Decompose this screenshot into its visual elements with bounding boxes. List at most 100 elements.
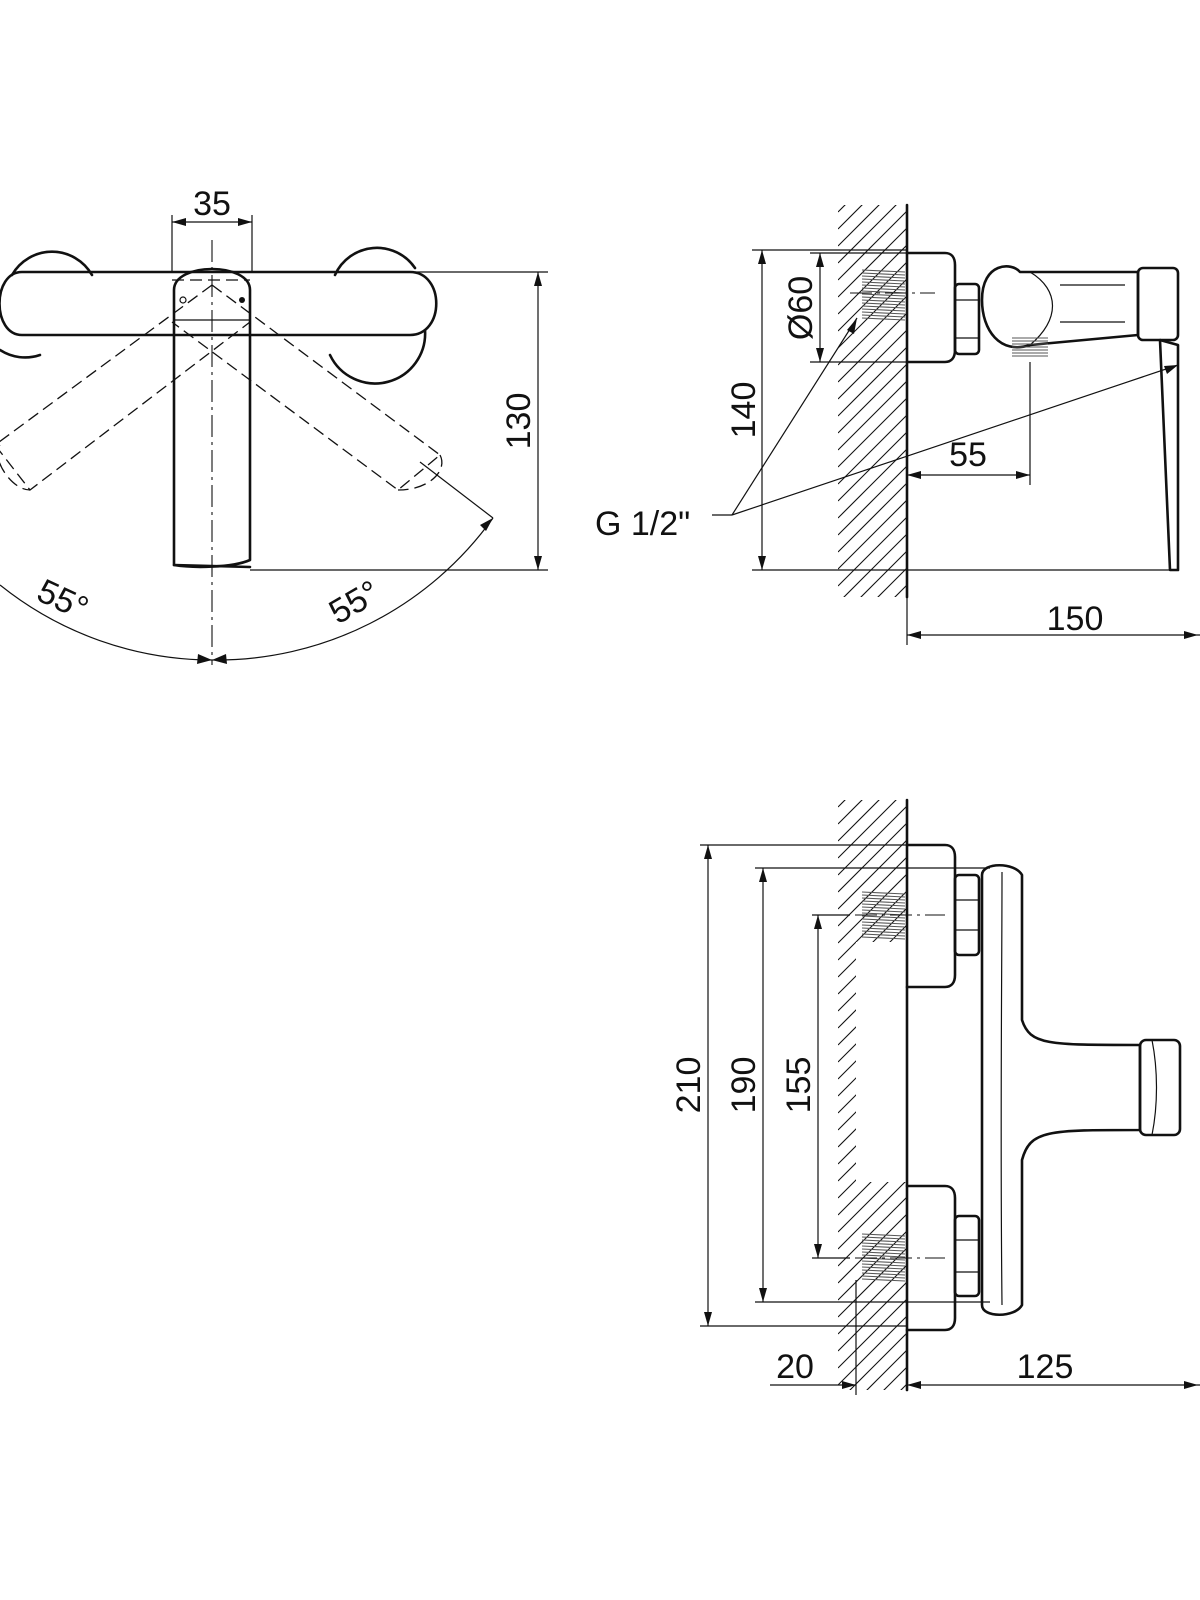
hatch-line: [838, 1263, 908, 1335]
thread-line: [861, 278, 906, 282]
thread-line: [861, 296, 906, 300]
dim-side-depth: 150: [906, 597, 1200, 645]
hatch-line: [838, 430, 908, 502]
thread-line: [861, 281, 906, 285]
hatch-line: [843, 532, 908, 597]
thread-line: [861, 906, 906, 910]
thread-line: [861, 915, 906, 919]
dim-recess: 20: [770, 1280, 857, 1395]
thread-line: [861, 299, 906, 303]
thread-line: [861, 1233, 906, 1237]
upper-nut: [953, 873, 981, 957]
angle-left-label: 55°: [31, 572, 94, 628]
thread-line: [861, 897, 906, 901]
thread-line: [861, 1251, 906, 1255]
connector-nut: [953, 282, 981, 356]
hatch-line: [838, 1280, 908, 1352]
hatch-line: [838, 601, 908, 671]
wall-hatch: [838, 125, 908, 739]
thread-line: [861, 311, 906, 315]
dim-top-depth: 125: [907, 1348, 1200, 1389]
hatch-line: [838, 260, 908, 332]
thread-line: [861, 1272, 906, 1276]
hatch-line: [838, 205, 897, 264]
dim-inlet-centers: 155: [780, 914, 850, 1259]
lower-thread: [861, 1233, 906, 1282]
hatch-line: [838, 205, 846, 213]
thread-line: [861, 287, 906, 291]
handle-rotation-positions: [0, 279, 443, 491]
hatch-line: [838, 328, 908, 400]
hatch-line: [838, 396, 908, 468]
handle-cap: [1136, 266, 1180, 342]
hatch-line: [838, 413, 908, 485]
dim-20-label: 20: [776, 1348, 814, 1386]
hatch-line: [838, 447, 908, 519]
hatch-line: [866, 1348, 908, 1390]
hatch-line: [838, 362, 908, 434]
dim-130-label: 130: [500, 393, 538, 450]
side-view: Ø60 140 55 150: [595, 125, 1200, 739]
hatch-line: [877, 566, 908, 597]
side-escutcheon: [905, 251, 957, 364]
hatch-line: [838, 838, 908, 910]
dim-35-label: 35: [193, 185, 231, 223]
thread-line: [861, 900, 906, 904]
left-escutcheon: [10, 250, 94, 277]
hatch-line: [838, 515, 908, 587]
thread-line: [861, 293, 906, 297]
dim-outlet-offset: 55: [907, 362, 1031, 485]
thread-line: [861, 936, 906, 940]
hatch-line: [838, 226, 908, 298]
mixer-body-top: [980, 863, 1142, 1317]
thread-line: [861, 317, 906, 321]
thread-line: [861, 308, 906, 312]
hatch-line: [838, 652, 908, 722]
hatch-line: [838, 125, 908, 195]
lever-body: [0, 270, 438, 337]
hatch-line: [838, 1297, 908, 1369]
thread-line: [861, 305, 906, 309]
dim-155-label: 155: [780, 1057, 818, 1114]
thread-line: [861, 269, 906, 273]
hatch-line: [838, 1246, 908, 1318]
hatch-line: [838, 498, 908, 570]
angle-right-label: 55°: [323, 573, 387, 632]
thread-line: [861, 1236, 906, 1240]
thread-line: [861, 1248, 906, 1252]
hatch-line: [838, 804, 908, 876]
hatch-line: [838, 800, 880, 842]
dim-diameter: Ø60: [782, 252, 907, 363]
thread-line: [861, 894, 906, 898]
thread-line: [861, 302, 906, 306]
hatch-line: [838, 345, 908, 417]
dim-diameter-label: Ø60: [782, 276, 820, 340]
thread-line: [861, 272, 906, 276]
thread-line: [861, 275, 906, 279]
thread-size-label: G 1/2": [595, 505, 690, 543]
hatch-line: [838, 1400, 908, 1470]
thread-line: [861, 284, 906, 288]
hatch-line: [838, 669, 908, 739]
thread-line: [861, 903, 906, 907]
hatch-line: [849, 1331, 908, 1390]
thread-line: [861, 1260, 906, 1264]
hatch-line: [838, 481, 908, 553]
thread-callout: G 1/2": [595, 317, 1179, 543]
hatch-line: [838, 635, 908, 705]
thread-line: [861, 1275, 906, 1279]
thread-line: [861, 1266, 906, 1270]
hatch-line: [838, 1195, 908, 1267]
thread-line: [861, 1269, 906, 1273]
hatch-line: [838, 720, 908, 790]
hatch-line: [838, 1468, 908, 1538]
thread-line: [861, 1254, 906, 1258]
dim-150-label: 150: [1047, 600, 1104, 638]
dim-55-label: 55: [949, 436, 987, 474]
hatch-line: [838, 209, 908, 281]
dim-side-height: 140: [725, 249, 1178, 571]
hatch-line: [894, 583, 908, 597]
hatch-line: [838, 1451, 908, 1521]
hatch-line: [838, 294, 908, 366]
